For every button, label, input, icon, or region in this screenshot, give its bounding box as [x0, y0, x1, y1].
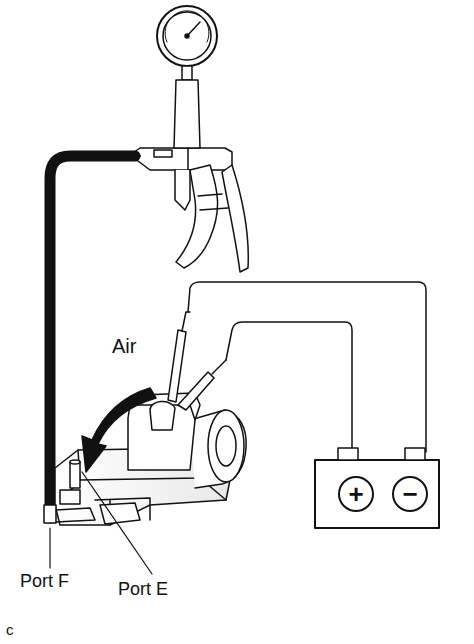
port-label: Port E — [118, 580, 168, 598]
leader-line — [82, 472, 152, 574]
battery — [315, 448, 439, 528]
figure-code: c — [6, 622, 14, 637]
port-label: Port F — [20, 572, 69, 590]
vacuum-pump — [120, 80, 248, 272]
polarity-symbol: − — [402, 481, 417, 507]
air-flow-arrow — [82, 388, 156, 472]
polarity-symbol: + — [348, 481, 363, 507]
test-leads — [168, 282, 426, 452]
vsv-body — [44, 393, 246, 525]
leader-line — [49, 528, 50, 568]
flow-label: Air — [112, 336, 136, 356]
vacuum-gauge — [157, 6, 217, 80]
